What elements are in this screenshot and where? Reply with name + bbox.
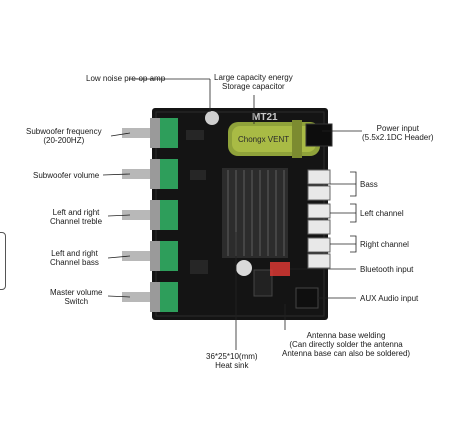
bluetooth-module bbox=[270, 262, 290, 276]
label-heat-sink: 36*25*10(mm) Heat sink bbox=[206, 352, 258, 370]
label-sub-frequency-line2: (20-200HZ) bbox=[43, 136, 85, 145]
label-antenna-line1: Antenna base welding bbox=[306, 331, 386, 340]
label-master-line2: Switch bbox=[64, 297, 89, 306]
label-bluetooth: Bluetooth input bbox=[360, 265, 414, 274]
label-left-channel: Left channel bbox=[360, 209, 404, 218]
knob-bass bbox=[122, 241, 178, 271]
label-heat-sink-line1: 36*25*10(mm) bbox=[206, 352, 258, 361]
label-sub-frequency: Subwoofer frequency (20-200HZ) bbox=[26, 127, 102, 145]
label-preamp: Low noise pre-op amp bbox=[86, 74, 166, 83]
label-treble-line2: Channel treble bbox=[50, 217, 103, 226]
label-master-volume: Master volume Switch bbox=[50, 288, 102, 306]
label-sub-volume: Subwoofer volume bbox=[33, 171, 100, 180]
knob-sub-frequency bbox=[122, 118, 178, 148]
label-power-line1: Power input bbox=[376, 124, 419, 133]
board-model: MT21 bbox=[252, 112, 278, 123]
label-capacitor: Large capacity energy Storage capacitor bbox=[214, 73, 293, 91]
label-sub-frequency-line1: Subwoofer frequency bbox=[26, 127, 102, 136]
knob-treble bbox=[122, 200, 178, 230]
label-treble: Left and right Channel treble bbox=[50, 208, 102, 226]
label-capacitor-line1: Large capacity energy bbox=[214, 73, 293, 82]
label-capacitor-line2: Storage capacitor bbox=[222, 82, 285, 91]
label-antenna-line2: (Can directly solder the antenna bbox=[289, 340, 403, 349]
label-aux: AUX Audio input bbox=[360, 294, 419, 303]
thumbnail-frame bbox=[0, 232, 6, 290]
label-treble-line1: Left and right bbox=[52, 208, 100, 217]
label-bass: Bass bbox=[360, 180, 378, 189]
speaker-terminals bbox=[307, 169, 331, 269]
label-antenna: Antenna base welding (Can directly solde… bbox=[282, 331, 410, 358]
label-master-line1: Master volume bbox=[50, 288, 103, 297]
label-channel-bass-line2: Channel bass bbox=[50, 258, 99, 267]
capacitor: Chongx VENT bbox=[228, 120, 320, 158]
label-heat-sink-line2: Heat sink bbox=[215, 361, 249, 370]
label-antenna-line3: Antenna base can also be soldered) bbox=[282, 349, 411, 358]
heat-sink bbox=[222, 168, 288, 258]
svg-text:Chongx VENT: Chongx VENT bbox=[238, 135, 289, 144]
label-channel-bass: Left and right Channel bass bbox=[50, 249, 99, 267]
power-jack bbox=[305, 123, 333, 147]
small-capacitor bbox=[236, 260, 252, 276]
aux-jack bbox=[295, 287, 319, 309]
label-power-line2: (5.5x2.1DC Header) bbox=[362, 133, 434, 142]
knob-master-volume bbox=[122, 282, 178, 312]
label-channel-bass-line1: Left and right bbox=[51, 249, 98, 258]
label-power-input: Power input (5.5x2.1DC Header) bbox=[362, 124, 434, 142]
label-right-channel: Right channel bbox=[360, 240, 409, 249]
knob-sub-volume bbox=[122, 159, 178, 189]
